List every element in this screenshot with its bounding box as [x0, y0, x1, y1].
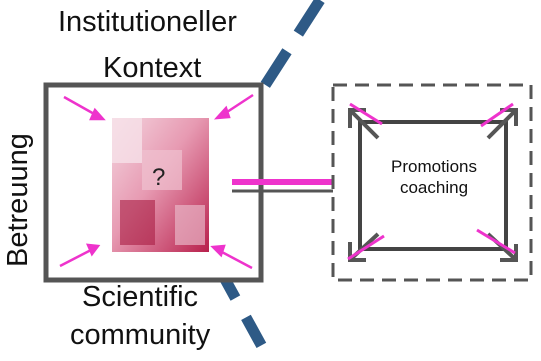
grey-arrow-top-left [350, 110, 380, 140]
institutional-context-label-line2: Kontext [103, 52, 202, 84]
institutional-context-label-line1: Institutioneller [58, 6, 237, 38]
magenta-arrow-bottom-left [347, 234, 385, 261]
arrow-bottom-left-head [85, 243, 101, 257]
scientific-community-label-line1: Scientific [82, 281, 199, 313]
coaching-inner-frame [358, 120, 508, 251]
arrow-top-right-head [213, 105, 231, 120]
betreuung-label: Betreuung [2, 133, 34, 267]
magenta-arrow-bottom-right [476, 228, 516, 255]
promotions-coaching-line1: Promotions [391, 157, 477, 176]
arrow-top-left-head [89, 107, 106, 121]
arrow-top-left [63, 95, 97, 117]
arrow-bottom-right [219, 249, 253, 270]
grey-arrow-bottom-left-head [348, 242, 366, 262]
dashed-diagonal-line-lower [215, 267, 270, 355]
question-mark: ? [152, 164, 166, 191]
arrow-top-right [223, 93, 254, 116]
magenta-arrow-top-right [480, 102, 514, 128]
grey-arrow-top-right [486, 110, 516, 140]
arrow-bottom-left [59, 248, 92, 268]
dashed-diagonal-line-upper [239, 0, 325, 121]
grey-arrow-bottom-right-head [500, 244, 518, 262]
person-photo [112, 118, 209, 252]
arrow-bottom-right-head [210, 244, 226, 258]
inward-arrows [59, 93, 254, 270]
promotions-coaching-line2: coaching [399, 178, 469, 198]
coaching-corner-arrows [347, 102, 518, 262]
promotions-coaching-label: Promotions coaching [368, 156, 500, 199]
magenta-arrow-top-left [349, 102, 383, 126]
scientific-community-label-line2: community [70, 319, 211, 351]
